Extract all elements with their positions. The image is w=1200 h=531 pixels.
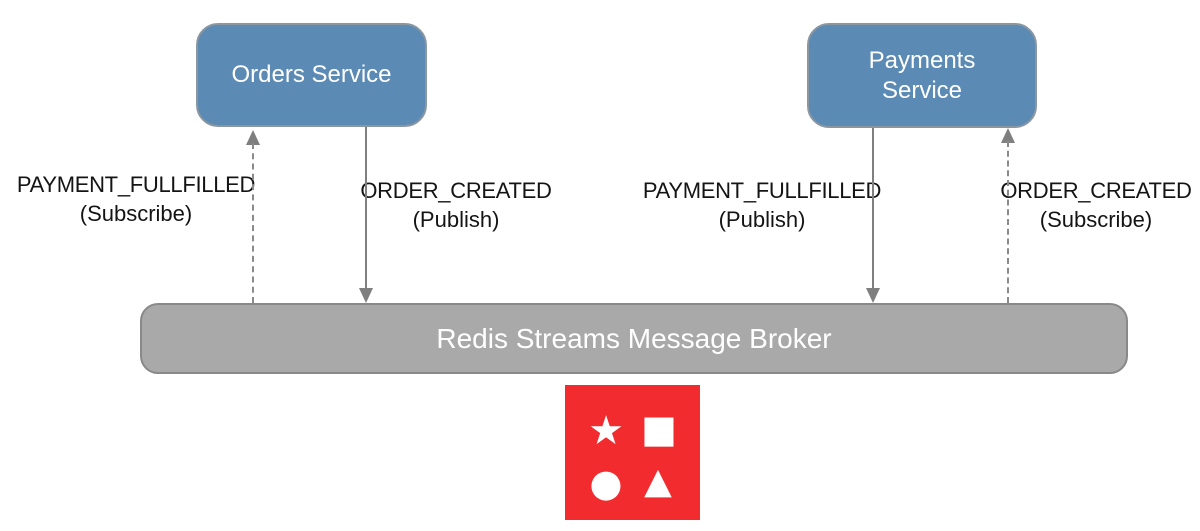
flow-event-name: ORDER_CREATED — [360, 178, 552, 203]
arrow-subscribe-to-payments — [1000, 128, 1016, 303]
redis-logo: ★ ■ ● ▲ — [565, 385, 700, 520]
flow-mode: (Subscribe) — [1039, 207, 1153, 233]
flow-event-name: ORDER_CREATED — [1000, 178, 1192, 203]
arrowhead-up-icon — [246, 130, 260, 145]
arrow-publish-from-orders — [358, 127, 374, 303]
arrowhead-up-icon — [1001, 128, 1015, 143]
flow-label-payment-fullfilled-subscribe: PAYMENT_FULLFILLED (Subscribe) — [6, 170, 266, 228]
flow-mode: (Subscribe) — [79, 201, 193, 227]
solid-line — [872, 128, 874, 290]
flow-event-name: PAYMENT_FULLFILLED — [642, 178, 882, 203]
arrowhead-down-icon — [359, 288, 373, 303]
payments-service-label: Payments Service — [868, 46, 976, 104]
arrowhead-down-icon — [866, 288, 880, 303]
flow-label-payment-fullfilled-publish: PAYMENT_FULLFILLED (Publish) — [632, 176, 892, 234]
solid-line — [365, 127, 367, 290]
dashed-line — [1007, 141, 1009, 303]
orders-service-label: Orders Service — [231, 61, 392, 88]
flow-mode: (Publish) — [412, 207, 500, 233]
orders-service-node: Orders Service — [196, 23, 427, 127]
message-broker-label: Redis Streams Message Broker — [436, 322, 832, 354]
arrow-publish-from-payments — [865, 128, 881, 303]
flow-mode: (Publish) — [718, 207, 806, 233]
flow-label-order-created-subscribe: ORDER_CREATED (Subscribe) — [986, 176, 1200, 234]
dashed-line — [252, 143, 254, 303]
arrow-subscribe-to-orders — [245, 130, 261, 303]
flow-event-name: PAYMENT_FULLFILLED — [16, 172, 256, 197]
message-broker-node: Redis Streams Message Broker — [140, 303, 1128, 374]
flow-label-order-created-publish: ORDER_CREATED (Publish) — [346, 176, 566, 234]
payments-service-node: Payments Service — [807, 23, 1037, 128]
